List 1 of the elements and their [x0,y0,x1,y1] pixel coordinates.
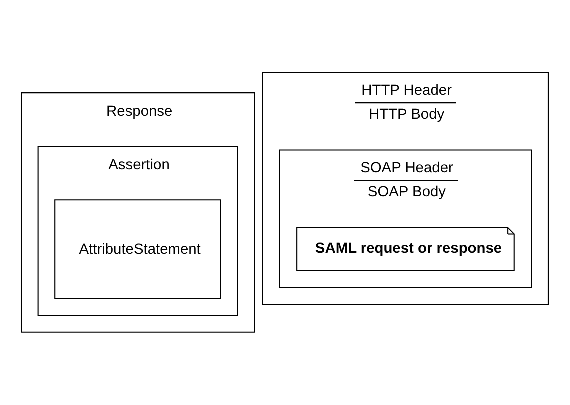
node-box: AttributeStatement [54,200,222,300]
